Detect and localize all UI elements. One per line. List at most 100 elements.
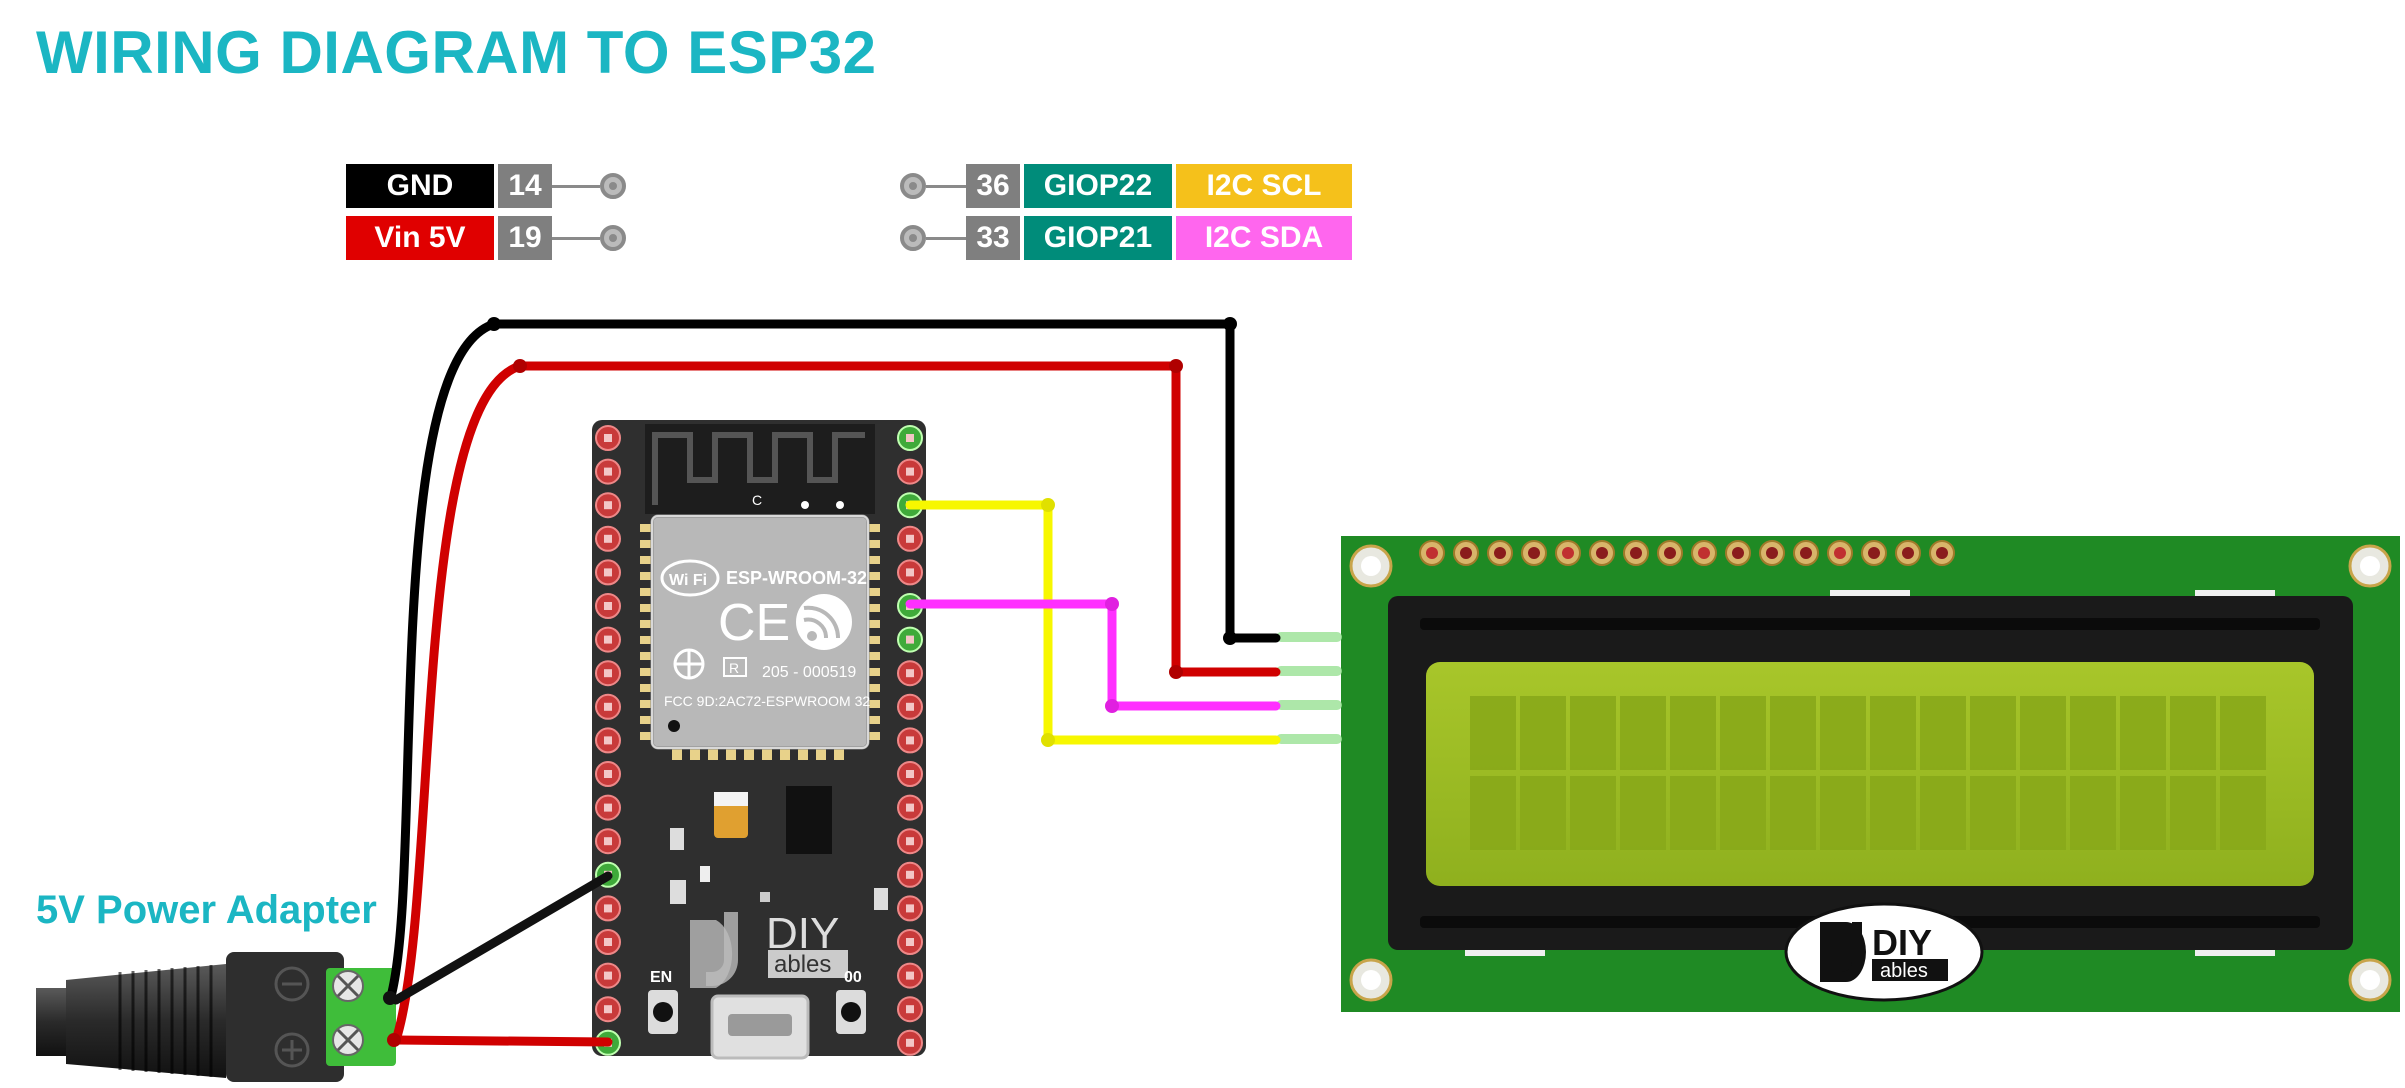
wire-scl xyxy=(905,500,1281,745)
r-mark: R xyxy=(729,660,739,676)
lcd-char-cell xyxy=(2170,696,2216,770)
en-button-cap[interactable] xyxy=(653,1002,673,1022)
header-pin-pad xyxy=(906,904,914,913)
lcd-char-cell xyxy=(1970,776,2016,850)
micro-usb-opening xyxy=(728,1014,792,1036)
lcd-brand-logo: DIY ables xyxy=(1784,902,1984,1002)
lcd-char-cell xyxy=(1770,696,1816,770)
lcd-char-cell xyxy=(1820,696,1866,770)
header-pin-pad xyxy=(906,1038,914,1047)
header-pin-pad xyxy=(604,669,612,678)
esp32-brand-bottom: ables xyxy=(774,951,831,978)
header-pin-pad xyxy=(604,971,612,980)
module-pad xyxy=(690,748,700,760)
r-mark-box xyxy=(723,657,747,677)
lcd-char-cell xyxy=(1770,776,1816,850)
jack-barrel xyxy=(36,988,66,1056)
lcd-char-cell xyxy=(2020,696,2066,770)
module-pad xyxy=(640,716,652,724)
lcd-header-hole xyxy=(1902,547,1914,559)
header-pin-pad xyxy=(906,669,914,678)
header-pin-pad xyxy=(604,434,612,442)
module-pad xyxy=(744,748,754,760)
module-pad xyxy=(640,572,652,580)
module-pad xyxy=(868,588,880,596)
cert-code: 205 - 000519 xyxy=(762,664,856,681)
legend-vin-label: Vin 5V xyxy=(346,216,494,260)
pin-dot-icon xyxy=(900,225,926,251)
module-pad xyxy=(672,748,682,760)
lcd-char-cell xyxy=(1820,776,1866,850)
lcd-char-cell xyxy=(1720,696,1766,770)
module-pad xyxy=(640,700,652,708)
lcd-header-hole xyxy=(1528,547,1540,559)
header-pin-pad xyxy=(604,467,612,476)
lcd-char-cell xyxy=(1870,696,1916,770)
lcd-char-cell xyxy=(1520,776,1566,850)
legend-sda-lead xyxy=(900,225,966,251)
header-pin-pad xyxy=(604,938,612,946)
header-pin-pad xyxy=(604,736,612,745)
lcd-header-hole xyxy=(1664,547,1676,559)
header-pin-pad xyxy=(604,635,612,644)
lcd-char-cell xyxy=(1870,776,1916,850)
lcd-char-cell xyxy=(2220,776,2266,850)
antenna-dot xyxy=(836,501,844,509)
lcd-char-cell xyxy=(2170,776,2216,850)
jack-body xyxy=(226,952,344,1082)
lcd-char-cell xyxy=(1670,696,1716,770)
lcd-char-cell xyxy=(1670,776,1716,850)
power-jack xyxy=(36,952,396,1082)
wire-vin-lcd xyxy=(391,361,1281,1045)
lcd-brand-bottom: ables xyxy=(1880,960,1928,982)
module-pad xyxy=(868,620,880,628)
legend-vin-pin: 19 xyxy=(498,216,552,260)
lcd-header-hole xyxy=(1596,547,1608,559)
header-pin-pad xyxy=(906,635,914,644)
lcd-header-hole xyxy=(1766,547,1778,559)
tantalum-band xyxy=(714,792,748,806)
header-pin-pad xyxy=(604,501,612,510)
module-pad xyxy=(640,556,652,564)
legend-vin: Vin 5V 19 xyxy=(346,216,626,260)
esp32-board: C Wi Fi ESP-WROOM-32 CE R 205 - 000519 F… xyxy=(592,420,926,1060)
module-pad xyxy=(640,652,652,660)
lcd-tab xyxy=(2195,950,2275,956)
module-pad xyxy=(868,540,880,548)
module-pad xyxy=(868,700,880,708)
header-pin-pad xyxy=(604,803,612,812)
module-pad xyxy=(868,572,880,580)
lcd-header-hole xyxy=(1426,547,1438,559)
esp32-module-edge xyxy=(651,515,869,749)
module-pad xyxy=(798,748,808,760)
module-pad xyxy=(640,668,652,676)
legend-gnd: GND 14 xyxy=(346,164,626,208)
antenna-trace xyxy=(652,432,865,505)
fcc-text: FCC 9D:2AC72-ESPWROOM 32 xyxy=(664,693,870,709)
lcd-char-cell xyxy=(1470,776,1516,850)
boot-button-cap[interactable] xyxy=(841,1002,861,1022)
legend-scl-gpio: GIOP22 xyxy=(1024,164,1172,208)
lcd-char-cell xyxy=(1620,776,1666,850)
lcd-char-cell xyxy=(1920,776,1966,850)
module-pad xyxy=(868,684,880,692)
lcd-char-cell xyxy=(1620,696,1666,770)
header-pin-pad xyxy=(906,736,914,745)
wire-sda xyxy=(905,599,1281,711)
pin-dot-icon xyxy=(600,225,626,251)
wire-gnd-esp32 xyxy=(391,871,613,1005)
module-pad xyxy=(868,604,880,612)
lcd-char-cell xyxy=(1720,776,1766,850)
wifi-logo-icon: Wi Fi xyxy=(660,559,720,597)
module-pad xyxy=(640,620,652,628)
lcd-header-hole xyxy=(1562,547,1574,559)
legend-sda-pin: 33 xyxy=(966,216,1020,260)
lcd-header-hole xyxy=(1698,547,1710,559)
module-name: ESP-WROOM-32 xyxy=(726,568,867,588)
lcd-char-cell xyxy=(2070,776,2116,850)
legend-sda-gpio: GIOP21 xyxy=(1024,216,1172,260)
voltage-regulator xyxy=(786,786,832,854)
legend-sda: 33 GIOP21 I2C SDA xyxy=(900,216,1352,260)
module-pad xyxy=(640,636,652,644)
header-pin-pad xyxy=(906,837,914,846)
